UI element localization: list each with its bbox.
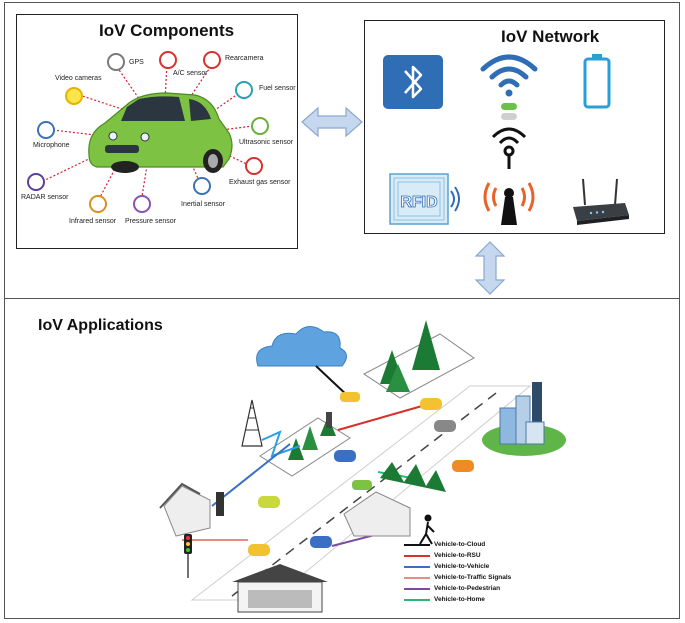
infrared-sensor-icon [89,195,107,213]
rfid-label: RFID [400,194,437,211]
sensor-label-radar: RADAR sensor [21,194,69,201]
legend-swatch-vehicle [404,566,430,568]
iov-components-panel: IoV Components GPS Rearcamera [16,14,298,249]
legend-label-pedestrian: Vehicle-to-Pedestrian [434,585,501,592]
legend-swatch-traffic [404,577,430,579]
toggle-icon [501,113,517,120]
nfc-icon [491,127,527,169]
section-divider [4,298,680,299]
outer-frame [4,2,680,619]
rear-camera-icon [203,51,221,69]
ultrasonic-sensor-icon [251,117,269,135]
car-illustration [38,62,262,204]
legend-label-traffic: Vehicle-to-Traffic Signals [434,574,512,581]
sensor-label-video: Video cameras [55,75,102,82]
sensor-label-gps: GPS [129,59,144,66]
wifi-icon [480,54,538,97]
video-camera-icon [65,87,83,105]
legend-swatch-rsu [404,555,430,557]
cell-tower-icon [483,182,535,225]
iov-network-panel: IoV Network RFID [364,20,665,234]
sensor-label-ultrasonic: Ultrasonic sensor [239,139,294,146]
network-title: IoV Network [501,27,600,46]
sensor-label-microphone: Microphone [33,142,70,149]
components-title: IoV Components [99,21,235,40]
sensor-label-rearcamera: Rearcamera [225,55,264,62]
battery-icon [583,54,611,109]
sensor-label-exhaust: Exhaust gas sensor [229,179,291,186]
legend-label-home: Vehicle-to-Home [434,596,485,603]
double-arrow-vertical-icon [474,241,506,295]
sensor-label-infrared: Infrared sensor [69,218,117,225]
applications-scene [159,320,566,613]
legend-swatch-cloud [404,544,430,546]
legend-label-vehicle: Vehicle-to-Vehicle [434,563,490,570]
router-icon [573,178,629,225]
legend-swatch-pedestrian [404,588,430,590]
fuel-sensor-icon [235,81,253,99]
exhaust-gas-sensor-icon [245,157,263,175]
microphone-icon [37,121,55,139]
legend-label-rsu: Vehicle-to-RSU [434,552,481,559]
sensor-label-ac: A/C sensor [173,70,208,77]
pressure-sensor-icon [133,195,151,213]
sensor-label-fuel: Fuel sensor [259,85,296,92]
legend-label-cloud: Vehicle-to-Cloud [434,541,486,548]
ac-sensor-icon [159,51,177,69]
applications-title: IoV Applications [38,317,163,334]
bluetooth-icon [383,55,443,109]
legend-swatch-home [404,599,430,601]
rfid-icon: RFID [389,173,460,225]
radar-sensor-icon [27,173,45,191]
sensor-label-inertial: Inertial sensor [181,201,225,208]
toggle-icon [501,103,517,110]
double-arrow-horizontal-icon [301,106,363,138]
sensor-label-pressure: Pressure sensor [125,218,176,225]
inertial-sensor-icon [193,177,211,195]
gps-icon [107,53,125,71]
